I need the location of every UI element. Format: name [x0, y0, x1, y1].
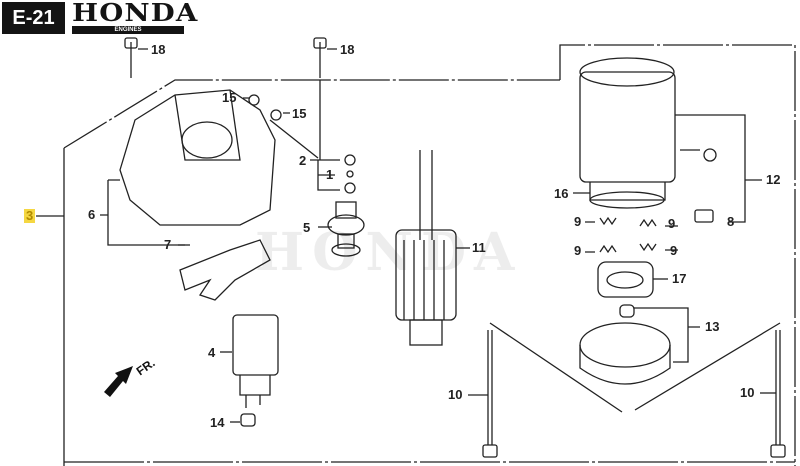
callout-8[interactable]: 8 — [727, 214, 735, 229]
callout-3-highlighted[interactable]: 3 — [24, 208, 36, 223]
callout-14[interactable]: 14 — [210, 415, 225, 430]
callout-11[interactable]: 11 — [472, 240, 486, 255]
callout-4[interactable]: 4 — [208, 345, 216, 360]
callout-18-right[interactable]: 18 — [340, 42, 355, 57]
callout-15-right[interactable]: 15 — [292, 106, 307, 121]
callout-10-right[interactable]: 10 — [740, 385, 755, 400]
callout-13[interactable]: 13 — [705, 319, 720, 334]
callout-9-bottom-right[interactable]: 9 — [670, 243, 678, 258]
callout-5[interactable]: 5 — [303, 220, 311, 235]
callout-2[interactable]: 2 — [299, 153, 307, 168]
callout-1[interactable]: 1 — [326, 167, 334, 182]
callout-12[interactable]: 12 — [766, 172, 781, 187]
callout-9-top-right[interactable]: 9 — [668, 216, 676, 231]
callout-16[interactable]: 16 — [554, 186, 569, 201]
callout-15-left[interactable]: 15 — [222, 90, 237, 105]
callout-9-bottom-left[interactable]: 9 — [574, 243, 582, 258]
callout-7[interactable]: 7 — [164, 237, 172, 252]
callout-6[interactable]: 6 — [88, 207, 96, 222]
watermark: HONDA — [255, 222, 523, 283]
brand-subtitle: ENGINES — [72, 26, 184, 34]
callout-17[interactable]: 17 — [672, 271, 687, 286]
callout-9-top-left[interactable]: 9 — [574, 214, 582, 229]
callout-10-left[interactable]: 10 — [448, 387, 463, 402]
honda-logo: HONDA ENGINES — [72, 1, 197, 34]
callout-18-left[interactable]: 18 — [151, 42, 166, 57]
page-code-badge: E-21 — [2, 2, 65, 34]
brand-name: HONDA — [72, 0, 199, 27]
